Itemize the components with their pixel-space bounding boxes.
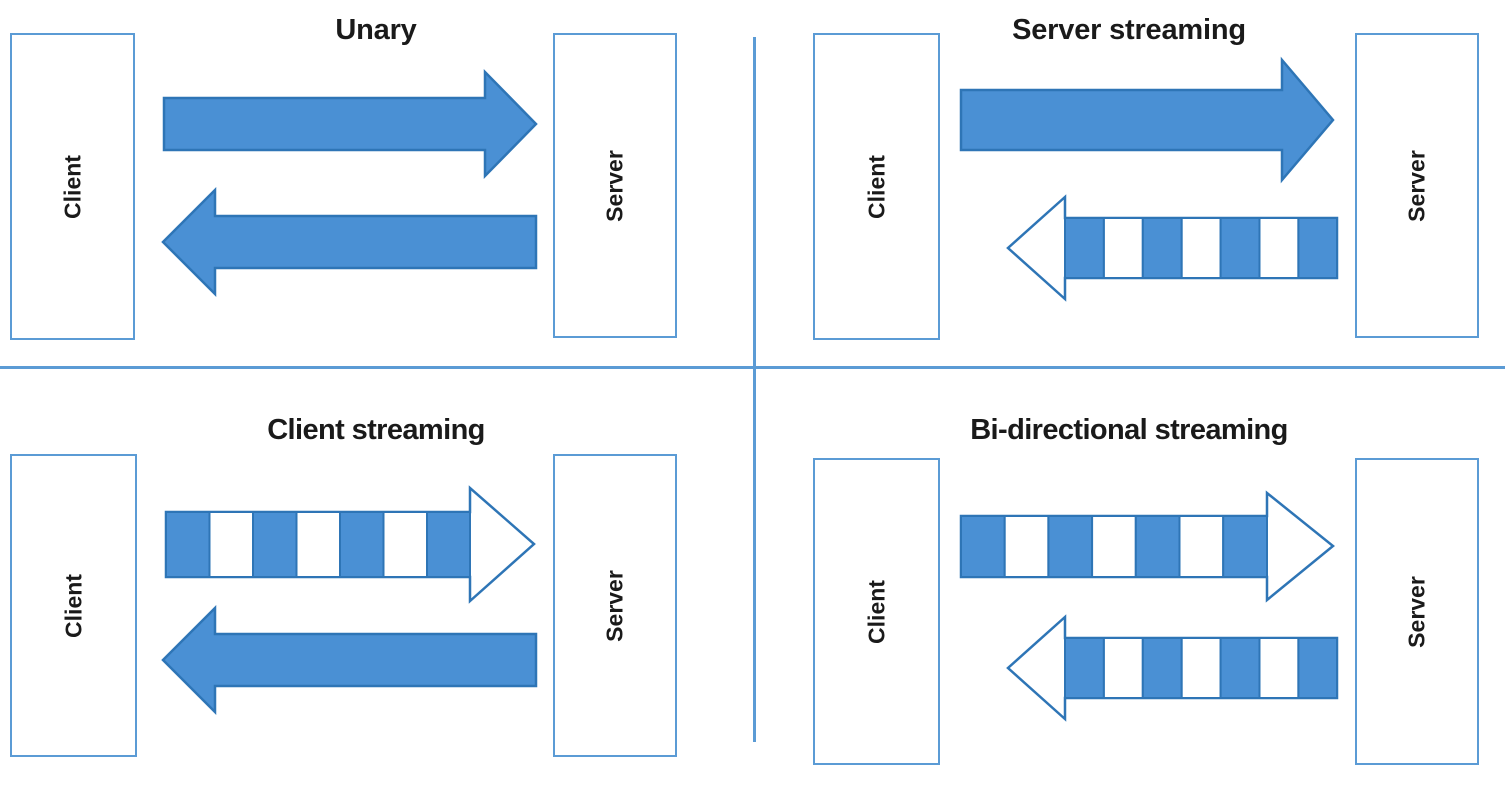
endpoint-label-client: Client — [863, 579, 889, 644]
arrow-request-striped-right — [959, 490, 1335, 603]
endpoint-box-server: Server — [1355, 458, 1479, 765]
quadrant-bidirectional-streaming: Bi-directional streaming Client Server — [753, 400, 1505, 785]
endpoint-box-server: Server — [553, 454, 677, 757]
message-segments — [960, 515, 1269, 578]
endpoint-label-client: Client — [59, 154, 85, 219]
message-segments — [165, 511, 471, 578]
message-segments — [1064, 637, 1338, 699]
endpoint-label-server: Server — [601, 569, 628, 642]
endpoint-box-server: Server — [1355, 33, 1479, 338]
arrow-request-solid-right — [959, 56, 1335, 184]
endpoint-box-client: Client — [813, 33, 940, 340]
divider-horizontal — [0, 366, 1505, 369]
arrow-response-solid-left — [161, 186, 538, 298]
message-segments — [1064, 217, 1338, 279]
arrow-response-striped-left — [1006, 614, 1339, 722]
endpoint-box-server: Server — [553, 33, 677, 338]
endpoint-box-client: Client — [10, 454, 137, 757]
endpoint-box-client: Client — [10, 33, 135, 340]
arrow-request-solid-right — [162, 68, 538, 180]
quadrant-title-client-streaming: Client streaming — [267, 414, 485, 446]
quadrant-title-server-streaming: Server streaming — [1012, 14, 1246, 46]
quadrant-unary: Unary Client Server — [0, 0, 752, 385]
quadrant-title-bidirectional-streaming: Bi-directional streaming — [970, 414, 1288, 446]
endpoint-box-client: Client — [813, 458, 940, 765]
endpoint-label-server: Server — [1403, 149, 1430, 222]
quadrant-client-streaming: Client streaming Client Server — [0, 400, 752, 785]
endpoint-label-client: Client — [60, 573, 86, 638]
endpoint-label-server: Server — [1403, 575, 1430, 648]
endpoint-label-server: Server — [601, 149, 628, 222]
arrow-response-striped-left — [1006, 194, 1339, 302]
arrow-request-striped-right — [164, 485, 536, 604]
endpoint-label-client: Client — [863, 154, 889, 219]
quadrant-title-unary: Unary — [335, 14, 417, 46]
divider-vertical — [753, 37, 756, 742]
quadrant-server-streaming: Server streaming Client Server — [753, 0, 1505, 385]
arrow-response-solid-left — [161, 604, 538, 716]
